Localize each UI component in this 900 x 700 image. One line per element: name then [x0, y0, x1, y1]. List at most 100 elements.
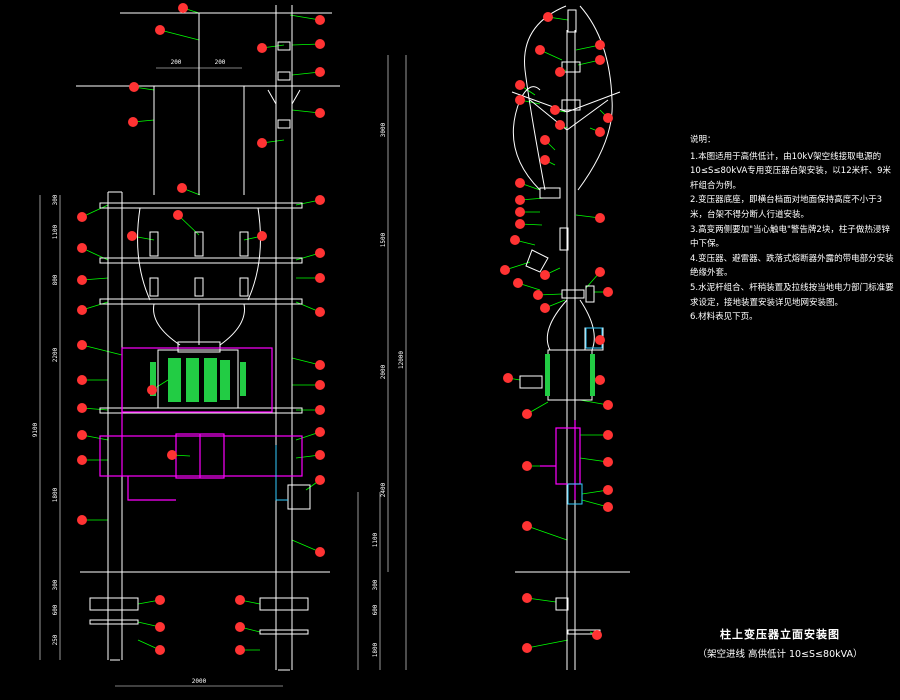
callout-marker	[77, 430, 87, 440]
callout-marker	[540, 303, 550, 313]
callout-marker	[315, 67, 325, 77]
callout-marker	[522, 593, 532, 603]
dim-right-total: 12000	[398, 351, 405, 369]
callout-marker	[533, 290, 543, 300]
note-item: 3.高变两侧要加"当心触电"警告牌2块，柱子做热浸锌中下保。	[690, 224, 890, 250]
callout-marker	[128, 117, 138, 127]
callout-marker	[235, 645, 245, 655]
meter-cable	[275, 445, 288, 501]
callout-marker	[515, 219, 525, 229]
drawing-title: 柱上变压器立面安装图	[720, 628, 840, 641]
dim-right-0: 3000	[380, 122, 387, 137]
dim-left-3: 2200	[52, 347, 59, 362]
notes-panel: 说明： 1.本图适用于高供低计，由10kV架空线接取电源的10≤S≤80kVA专…	[690, 133, 895, 325]
leader-line	[81, 344, 123, 356]
callout-marker	[603, 113, 613, 123]
side-transformer-fins	[545, 354, 595, 396]
callout-marker	[603, 430, 613, 440]
callout-marker	[522, 461, 532, 471]
callout-marker	[515, 80, 525, 90]
callout-marker	[257, 231, 267, 241]
callout-marker	[603, 400, 613, 410]
callout-marker	[515, 195, 525, 205]
dim-right-1: 1500	[380, 232, 387, 247]
side-magenta	[540, 420, 581, 500]
callout-marker	[77, 305, 87, 315]
leader-line	[289, 14, 321, 21]
dim-left-7: 250	[52, 634, 59, 645]
callout-marker	[555, 67, 565, 77]
dim-right-2: 2000	[380, 364, 387, 379]
note-item: 5.水泥杆组合、杆稍装置及拉线按当地电力部门标准要求设定，接地装置安装详见地网安…	[690, 282, 894, 308]
callout-marker	[127, 231, 137, 241]
callout-marker	[315, 475, 325, 485]
dim-left-total: 9100	[32, 422, 39, 437]
callout-marker	[540, 270, 550, 280]
callout-marker	[555, 120, 565, 130]
note-item: 1.本图适用于高供低计，由10kV架空线接取电源的10≤S≤80kVA专用变压器…	[690, 151, 892, 191]
callout-marker	[595, 335, 605, 345]
callout-markers	[77, 3, 613, 655]
callout-marker	[540, 135, 550, 145]
title-block: 柱上变压器立面安装图 （架空进线 高供低计 10≤S≤80kVA）	[660, 626, 900, 660]
dim-right-lower-0: 1100	[372, 532, 379, 547]
callout-marker	[595, 40, 605, 50]
dimension-labels: 3001100800220018003006002509100120003000…	[32, 59, 405, 685]
callout-marker	[540, 155, 550, 165]
callout-marker	[603, 457, 613, 467]
callout-marker	[550, 105, 560, 115]
transformer-body	[150, 358, 246, 402]
callout-marker	[592, 630, 602, 640]
callout-marker	[315, 427, 325, 437]
callout-marker	[257, 138, 267, 148]
callout-marker	[77, 403, 87, 413]
callout-marker	[77, 243, 87, 253]
callout-marker	[315, 15, 325, 25]
callout-marker	[155, 595, 165, 605]
callout-marker	[515, 178, 525, 188]
dim-left-4: 1800	[52, 487, 59, 502]
leader-line	[159, 29, 200, 41]
callout-marker	[513, 278, 523, 288]
note-item: 6.材料表见下页。	[690, 312, 758, 323]
callout-marker	[595, 213, 605, 223]
callout-marker	[595, 267, 605, 277]
dim-top-right: 200	[215, 59, 226, 66]
dim-left-1: 1100	[52, 224, 59, 239]
dim-right-lower-1: 300	[372, 579, 379, 590]
note-item: 2.变压器底座，即横台档面对地面保持高度不小于3米，台架不得分断人行道安装。	[690, 195, 883, 220]
callout-marker	[522, 409, 532, 419]
callout-marker	[603, 485, 613, 495]
leader-line	[526, 525, 568, 541]
callout-marker	[257, 43, 267, 53]
front-elevation	[76, 5, 340, 671]
callout-marker	[500, 265, 510, 275]
callout-marker	[77, 212, 87, 222]
callout-marker	[155, 25, 165, 35]
callout-marker	[595, 375, 605, 385]
callout-marker	[177, 183, 187, 193]
callout-marker	[315, 273, 325, 283]
callout-marker	[77, 375, 87, 385]
drawing-subtitle: （架空进线 高供低计 10≤S≤80kVA）	[697, 649, 863, 660]
callout-marker	[77, 275, 87, 285]
callout-marker	[595, 55, 605, 65]
callout-marker	[510, 235, 520, 245]
callout-marker	[178, 3, 188, 13]
callout-marker	[167, 450, 177, 460]
callout-marker	[603, 287, 613, 297]
dim-right-lower-3: 1800	[372, 642, 379, 657]
callout-marker	[173, 210, 183, 220]
callout-marker	[315, 360, 325, 370]
callout-marker	[522, 521, 532, 531]
dim-left-0: 300	[52, 194, 59, 205]
callout-marker	[535, 45, 545, 55]
callout-marker	[155, 645, 165, 655]
callout-marker	[503, 373, 513, 383]
callout-marker	[543, 12, 553, 22]
dim-top-left: 200	[171, 59, 182, 66]
callout-marker	[77, 455, 87, 465]
dim-right-lower-2: 600	[372, 604, 379, 615]
callout-marker	[315, 380, 325, 390]
callout-marker	[315, 39, 325, 49]
